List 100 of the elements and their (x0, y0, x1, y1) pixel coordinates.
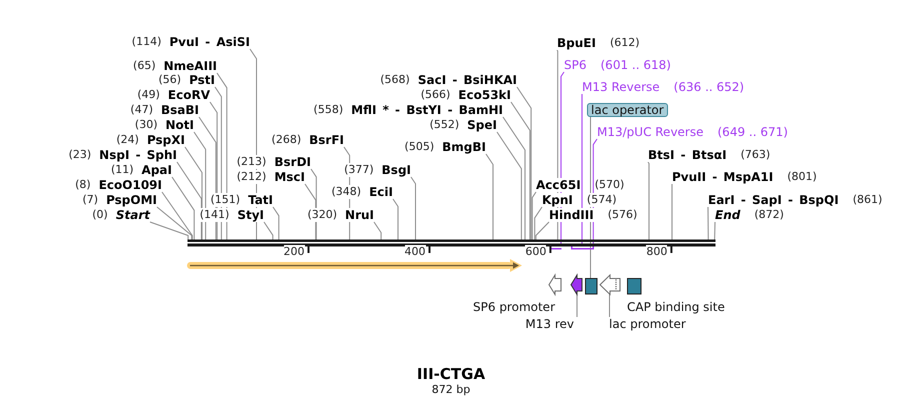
feature-block (548, 273, 562, 296)
feature-box (627, 278, 642, 294)
leader-line (374, 222, 382, 240)
site-position: (11) (110, 163, 134, 177)
dna-backbone (188, 240, 716, 246)
enzyme-name: BsrDI (274, 155, 311, 169)
enzyme-name: NotI (166, 118, 194, 132)
feature-block (599, 274, 620, 296)
site-position: (30) (134, 118, 158, 132)
feature-box (585, 278, 598, 294)
site-position: (114) (132, 35, 162, 49)
site-position: (566) (420, 88, 450, 102)
site-position: (65) (133, 59, 156, 73)
feature-label: SP6 promoter (473, 300, 555, 314)
feature-tag: lac operator (587, 103, 668, 117)
site-position: (763) (740, 148, 770, 162)
site-position: (574) (586, 193, 616, 207)
leader-line (609, 294, 610, 318)
enzyme-name: MflI * - BstYI - BamHI (351, 103, 503, 117)
site-position: (558) (314, 103, 344, 117)
enzyme-name: SacI - BsiHKAI (418, 73, 517, 87)
enzyme-name: Acc65I (536, 178, 581, 192)
leader-line (496, 132, 522, 240)
enzyme-name: StyI (237, 208, 264, 222)
enzyme-name: EcoO109I (98, 178, 162, 192)
orf-bar (187, 259, 522, 272)
enzyme-name: Eco53kI (458, 88, 511, 102)
site-position: (872) (754, 208, 784, 222)
enzyme-name: PvuI - AsiSI (169, 35, 250, 49)
enzyme-name: BmgBI (442, 140, 486, 154)
primer-name: SP6 (564, 58, 586, 72)
site-position: (612) (610, 36, 640, 50)
enzyme-name: NruI (345, 208, 374, 222)
feature-block (570, 273, 582, 296)
leader-line (410, 176, 416, 240)
enzyme-name: BsrFI (309, 133, 344, 147)
leader-line (162, 192, 193, 240)
leader-line (576, 294, 578, 318)
enzyme-name: BsgI (382, 163, 411, 177)
leader-line (392, 198, 398, 240)
site-position: (212) (236, 170, 266, 184)
primer-site-mark (582, 246, 594, 250)
feature-label: M13 rev (525, 317, 578, 331)
site-position: (861) (852, 193, 882, 207)
enzyme-name: EcoRV (168, 88, 210, 102)
site-position: (24) (116, 133, 139, 147)
site-position: (0) (92, 208, 108, 222)
primer-position: (649 .. 671) (718, 125, 788, 139)
site-position: (568) (380, 73, 410, 87)
site-position: (151) (210, 193, 240, 207)
enzyme-name: BpuEI (557, 36, 596, 50)
leader-line (516, 86, 532, 240)
primer-name: M13/pUC Reverse (597, 125, 704, 139)
feature-label: CAP binding site (627, 300, 725, 314)
feature-label: lac promoter (607, 317, 686, 331)
site-position: (8) (75, 178, 91, 192)
leader-line (535, 222, 550, 240)
leader-line (714, 222, 716, 240)
leader-line (172, 176, 195, 240)
enzyme-name: PstI (189, 73, 215, 87)
site-position: (801) (787, 170, 817, 184)
primer-name: M13 Reverse (582, 80, 660, 94)
enzyme-name: PspOMI (106, 193, 157, 207)
site-position: (213) (236, 155, 266, 169)
site-position: (56) (158, 73, 182, 87)
site-position: (377) (344, 163, 374, 177)
enzyme-name: BsaBI (161, 103, 199, 117)
leader-line (532, 192, 536, 240)
leader-line (156, 206, 192, 240)
sequence-length: 872 bp (432, 383, 470, 396)
leader-line (264, 222, 274, 240)
sequence-end-label: Start (116, 208, 150, 222)
enzyme-name: SpeI (467, 118, 497, 132)
sequence-end-label: End (715, 208, 740, 222)
enzyme-name: BtsI - BtsαI (648, 148, 727, 162)
site-position: (320) (307, 208, 338, 222)
primer-site-mark (571, 246, 582, 250)
enzyme-name: NmeAIII (164, 59, 217, 73)
leader-line (272, 206, 280, 240)
site-position: (141) (200, 208, 230, 222)
enzyme-name: PspXI (146, 133, 185, 147)
enzyme-name: ApaI (142, 163, 172, 177)
enzyme-name: HindIII (549, 208, 594, 222)
site-position: (47) (130, 103, 153, 117)
leader-line (534, 206, 542, 240)
site-position: (7) (82, 193, 98, 207)
leader-line (708, 206, 709, 240)
leader-line (486, 154, 494, 240)
site-position: (23) (68, 148, 92, 162)
map-title: III-CTGA (416, 366, 486, 383)
enzyme-name: TatI (248, 193, 273, 207)
site-position: (505) (404, 140, 434, 154)
primer-position: (636 .. 652) (674, 80, 744, 94)
primer-position: (601 .. 618) (600, 58, 671, 72)
site-position: (570) (594, 178, 624, 192)
enzyme-name: MscI (274, 170, 305, 184)
site-position: (268) (272, 133, 302, 147)
enzyme-name: EciI (369, 185, 393, 199)
leader-line (502, 116, 526, 240)
enzyme-name: KpnI (542, 193, 573, 207)
